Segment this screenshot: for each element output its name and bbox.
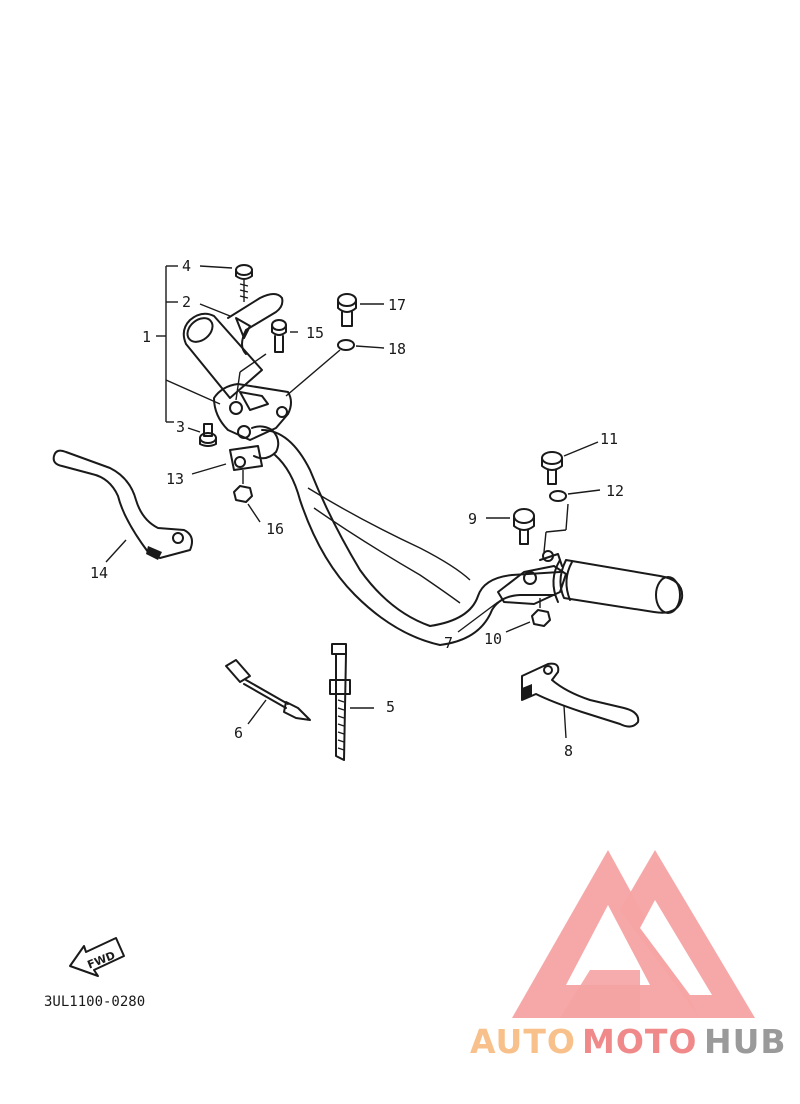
part-label-8: 8 (564, 742, 573, 760)
bolt-9 (513, 508, 535, 545)
watermark-moto: MOTO (582, 1022, 697, 1061)
washer-12 (549, 490, 567, 502)
part-label-17: 17 (388, 296, 406, 314)
part-label-11: 11 (600, 430, 618, 448)
lever-8 (521, 662, 640, 728)
washer-18 (337, 339, 355, 351)
left-grip (182, 312, 263, 399)
part-label-1: 1 (142, 328, 151, 346)
part-label-18: 18 (388, 340, 406, 358)
drawing-code: 3UL1100-0280 (44, 994, 145, 1010)
bolt-4 (235, 264, 253, 302)
bolt-3 (199, 423, 217, 447)
part-label-2: 2 (182, 293, 191, 311)
left-lever-holder (213, 383, 292, 471)
handlebar (261, 429, 561, 646)
right-lever-holder (497, 550, 567, 605)
nut-10 (531, 598, 551, 627)
part-label-3: 3 (176, 418, 185, 436)
starter-bracket (227, 293, 284, 355)
fwd-label: FWD (86, 949, 118, 972)
part-label-16: 16 (266, 520, 284, 538)
right-grip (552, 559, 684, 614)
cable-guide-6 (225, 659, 311, 721)
watermark-text: AUTO MOTO HUB (470, 1022, 787, 1061)
lever-14 (52, 449, 193, 560)
part-label-4: 4 (182, 257, 191, 275)
part-label-15: 15 (306, 324, 324, 342)
part-label-13: 13 (166, 470, 184, 488)
part-label-14: 14 (90, 564, 108, 582)
watermark-auto: AUTO (470, 1022, 576, 1061)
nut-16 (233, 470, 253, 503)
fwd-arrow-icon: FWD (69, 937, 125, 977)
bolt-11 (541, 451, 563, 485)
part-label-7: 7 (444, 634, 453, 652)
watermark-logo (512, 850, 755, 1018)
bolt-15 (271, 319, 287, 353)
bolt-17 (337, 293, 357, 327)
part-label-6: 6 (234, 724, 243, 742)
cable-tie-5 (329, 643, 351, 761)
leader-lines (105, 265, 601, 739)
part-label-5: 5 (386, 698, 395, 716)
watermark-hub: HUB (704, 1022, 787, 1061)
part-label-10: 10 (484, 630, 502, 648)
part-label-9: 9 (468, 510, 477, 528)
part-label-12: 12 (606, 482, 624, 500)
